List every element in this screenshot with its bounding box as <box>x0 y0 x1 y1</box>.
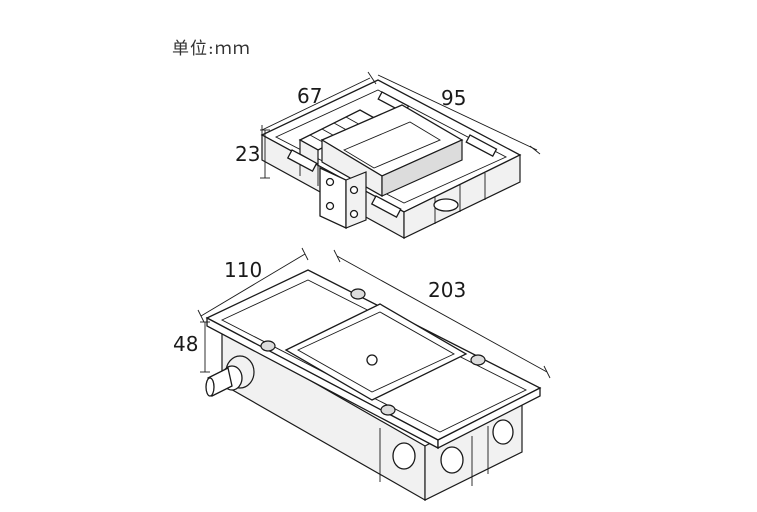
dim-label-length-bottom: 203 <box>428 278 467 302</box>
dim-label-height-top: 23 <box>235 142 261 166</box>
tray-right-wall <box>403 154 521 239</box>
dim-label-length-top: 95 <box>441 86 467 110</box>
dim-line-depth-top <box>261 77 371 131</box>
dim-line-length-bottom <box>336 255 548 373</box>
lid-window <box>284 303 468 401</box>
knockout-hole <box>392 442 416 470</box>
closed-enclosure-figure <box>197 247 551 502</box>
cable-gland <box>205 355 255 397</box>
module-side <box>381 139 463 197</box>
knockout-hole <box>492 419 514 445</box>
dim-label-depth-bottom: 110 <box>224 258 263 282</box>
lid-screws <box>260 288 486 416</box>
dim-line-length-top <box>377 74 538 151</box>
unit-label: 单位:ｍｍ <box>172 39 251 59</box>
dim-label-height-bottom: 48 <box>173 332 199 356</box>
dim-line-depth-bottom <box>200 253 306 317</box>
knockout-hole <box>440 446 464 474</box>
open-base-figure <box>260 71 541 240</box>
dim-label-depth-top: 67 <box>297 84 323 108</box>
